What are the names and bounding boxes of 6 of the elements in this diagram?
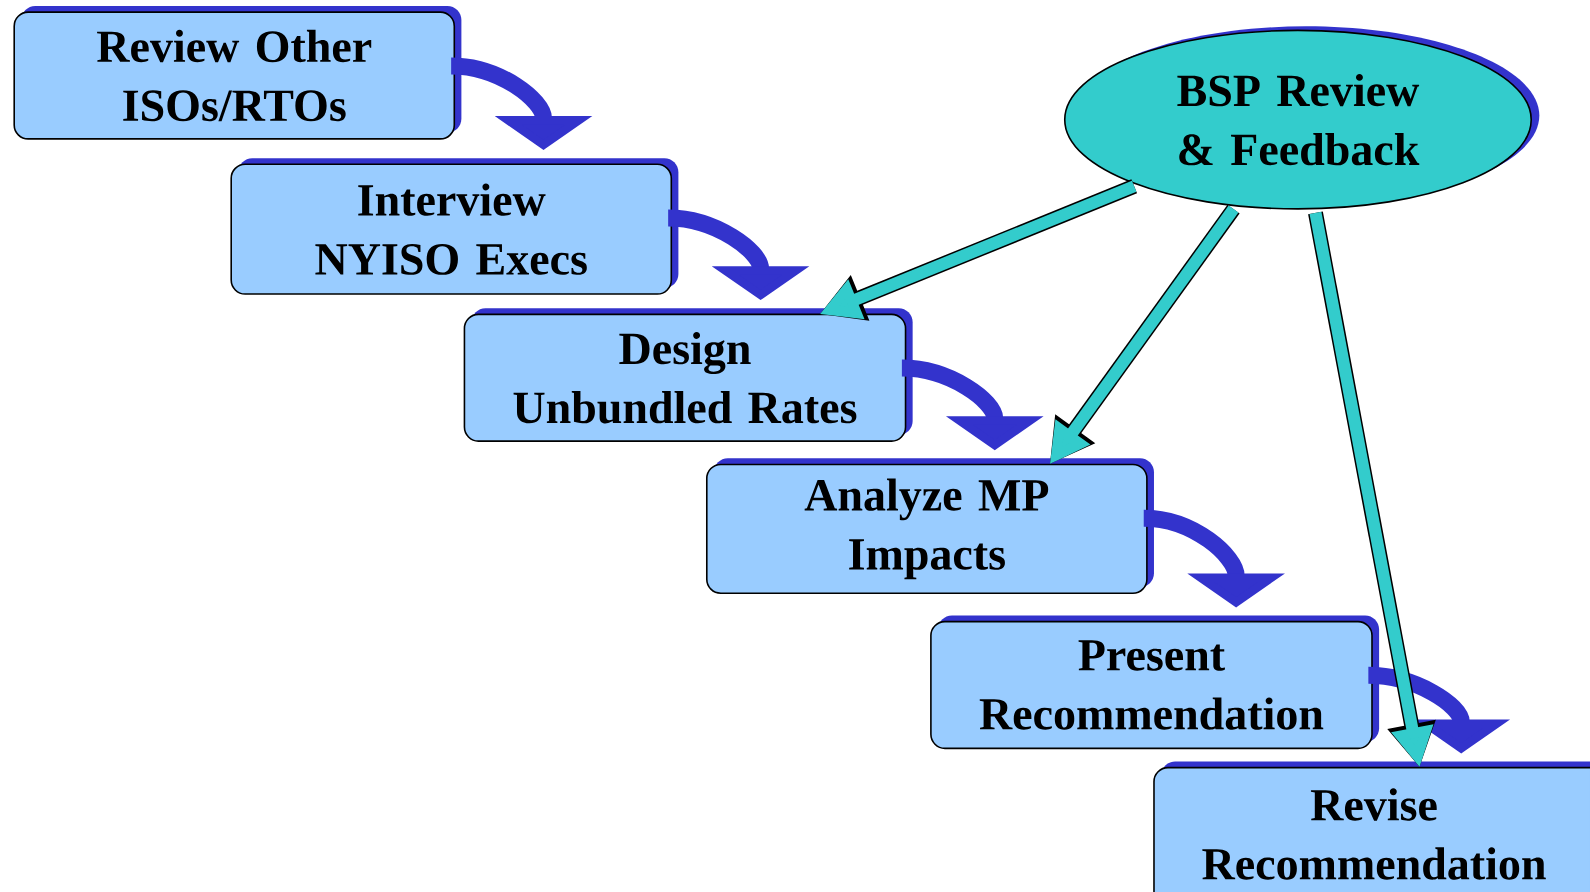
process-box: Interview NYISO Execs xyxy=(230,158,679,295)
process-box: Review Other ISOs/RTOs xyxy=(13,5,462,140)
process-box: Analyze MP Impacts xyxy=(706,458,1154,594)
process-box: Revise Recommendation xyxy=(1153,761,1590,892)
process-box: Present Recommendation xyxy=(930,615,1380,749)
process-box: Design Unbundled Rates xyxy=(463,308,913,442)
